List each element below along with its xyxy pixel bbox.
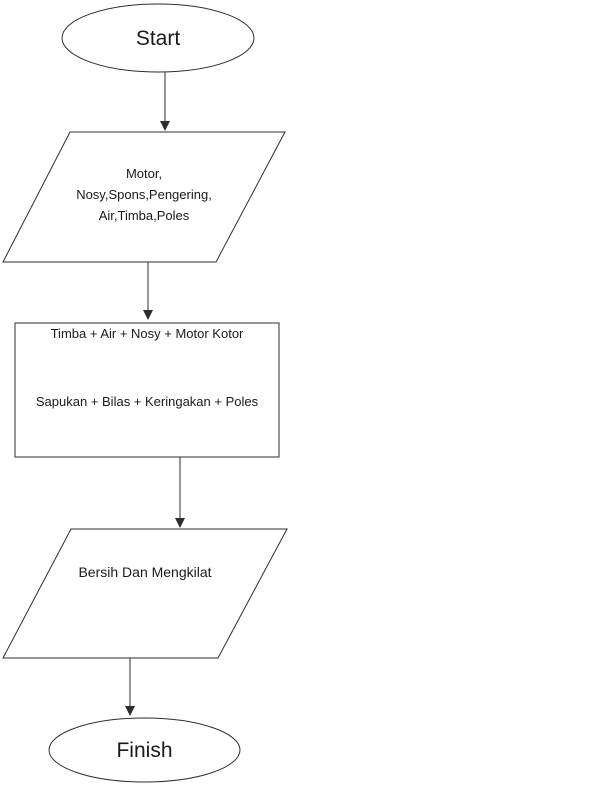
arrow-start-to-input <box>160 72 170 131</box>
start-node-label: Start <box>135 26 181 50</box>
input-node-line: Nosy,Spons,Pengering, <box>76 187 212 202</box>
finish-node-shape <box>48 717 241 783</box>
input-node-shape <box>2 131 286 263</box>
arrow-process-to-output <box>175 457 185 528</box>
arrow-output-to-finish <box>125 658 135 716</box>
input-node-label: Motor, Nosy,Spons,Pengering, Air,Timba,P… <box>3 163 285 226</box>
output-node-shape <box>2 528 288 659</box>
process-node-shape <box>14 322 280 458</box>
start-node-shape <box>61 3 255 73</box>
input-node-line: Motor, <box>125 166 163 181</box>
arrow-input-to-process <box>143 262 153 320</box>
process-node-line-2: Sapukan + Bilas + Keringakan + Poles <box>35 394 259 409</box>
process-node-line-1: Timba + Air + Nosy + Motor Kotor <box>50 326 244 341</box>
output-node-label: Bersih Dan Mengkilat <box>78 564 212 580</box>
input-node-line: Air,Timba,Poles <box>98 208 190 223</box>
finish-node-label: Finish <box>116 738 173 762</box>
